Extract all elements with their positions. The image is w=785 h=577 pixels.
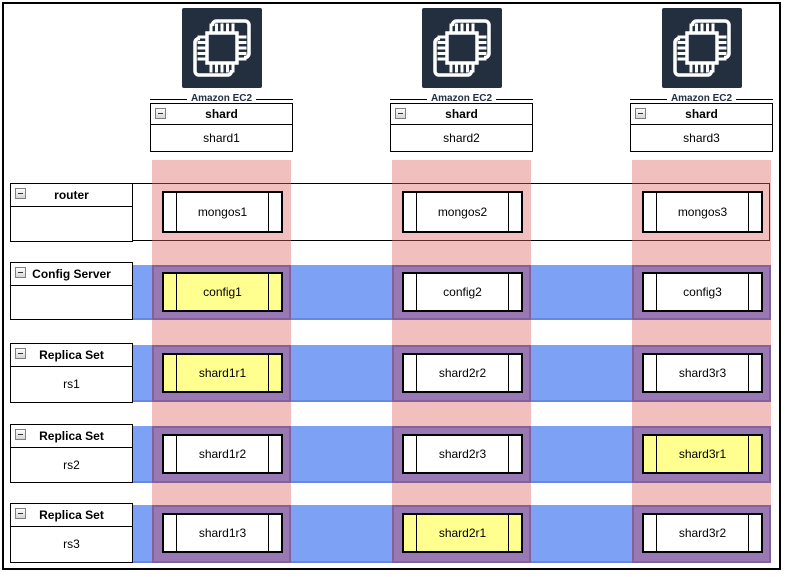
shard-group-box-3: shard shard3 [630, 103, 773, 152]
node-shard2r1: shard2r1 [402, 513, 523, 553]
shard-group-header: shard [391, 104, 532, 125]
node-shard1r1: shard1r1 [162, 353, 283, 393]
collapse-icon[interactable] [395, 108, 406, 119]
ec2-caption: Amazon EC2 [390, 93, 533, 105]
collapse-icon[interactable] [15, 429, 26, 440]
node-mongos2: mongos2 [402, 191, 523, 233]
ec2-icon [422, 8, 502, 88]
shard-group-title: shard [205, 107, 238, 121]
collapse-icon[interactable] [15, 508, 26, 519]
row-title: Config Server [32, 267, 111, 281]
collapse-icon[interactable] [155, 108, 166, 119]
collapse-icon[interactable] [15, 267, 26, 278]
row-subtitle: rs2 [63, 457, 80, 472]
shard-instance-label: shard3 [683, 130, 720, 145]
node-shard2r3: shard2r3 [402, 434, 523, 474]
shard-group-title: shard [445, 107, 478, 121]
node-shard2r2: shard2r2 [402, 353, 523, 393]
row-title: Replica Set [39, 348, 104, 362]
shard-group-header: shard [151, 104, 292, 125]
node-shard3r1: shard3r1 [642, 434, 763, 474]
row-header: Config Server [11, 263, 132, 286]
row-label-router: router [10, 183, 133, 242]
ec2-icon [182, 8, 262, 88]
shard-group-header: shard [631, 104, 772, 125]
node-shard1r2: shard1r2 [162, 434, 283, 474]
shard-instance-label: shard1 [203, 130, 240, 145]
node-shard3r2: shard3r2 [642, 513, 763, 553]
row-label-config-server: Config Server [10, 262, 133, 320]
row-header: router [11, 184, 132, 207]
row-label-replica-set-rs2: Replica Set rs2 [10, 424, 133, 483]
node-mongos1: mongos1 [162, 191, 283, 233]
row-subtitle: rs3 [63, 537, 80, 551]
node-shard3r3: shard3r3 [642, 353, 763, 393]
shard-group-box-2: shard shard2 [390, 103, 533, 152]
collapse-icon[interactable] [635, 108, 646, 119]
row-subtitle: rs1 [63, 377, 80, 391]
row-header: Replica Set [11, 425, 132, 448]
shard-group-title: shard [685, 107, 718, 121]
ec2-icon [662, 8, 742, 88]
node-config3: config3 [642, 272, 763, 312]
collapse-icon[interactable] [15, 348, 26, 359]
collapse-icon[interactable] [15, 188, 26, 199]
row-title: Replica Set [39, 508, 104, 522]
node-config2: config2 [402, 272, 523, 312]
ec2-caption: Amazon EC2 [150, 93, 293, 105]
node-shard1r3: shard1r3 [162, 513, 283, 553]
row-subtitle [11, 207, 132, 240]
row-title: router [54, 188, 89, 202]
row-subtitle [11, 286, 132, 318]
row-label-replica-set-rs1: Replica Set rs1 [10, 343, 133, 403]
row-header: Replica Set [11, 504, 132, 527]
row-header: Replica Set [11, 344, 132, 367]
shard-group-box-1: shard shard1 [150, 103, 293, 152]
node-mongos3: mongos3 [642, 191, 763, 233]
row-title: Replica Set [39, 429, 104, 443]
row-label-replica-set-rs3: Replica Set rs3 [10, 503, 133, 563]
shard-instance-label: shard2 [443, 130, 480, 145]
ec2-caption: Amazon EC2 [630, 93, 773, 105]
node-config1: config1 [162, 272, 283, 312]
